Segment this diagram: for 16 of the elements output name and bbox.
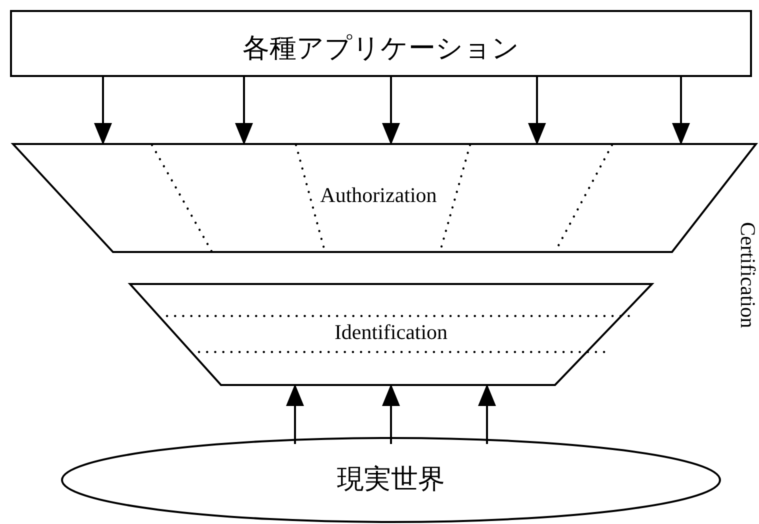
application-box: [10, 10, 752, 77]
arrow: [94, 77, 112, 145]
arrow: [382, 77, 400, 145]
side-label: Certification: [735, 222, 759, 328]
real-world-ellipse: [61, 437, 721, 523]
arrow: [235, 77, 253, 145]
node-label: 現実世界: [336, 463, 446, 497]
node-label: Authorization: [319, 183, 438, 208]
node-label: 各種アプリケーション: [242, 32, 520, 66]
node-label: Identification: [333, 320, 449, 345]
arrow: [528, 77, 546, 145]
arrow: [286, 384, 304, 444]
arrow: [672, 77, 690, 145]
identification-trapezoid: [129, 283, 653, 386]
arrow: [478, 384, 496, 444]
arrow: [382, 384, 400, 444]
